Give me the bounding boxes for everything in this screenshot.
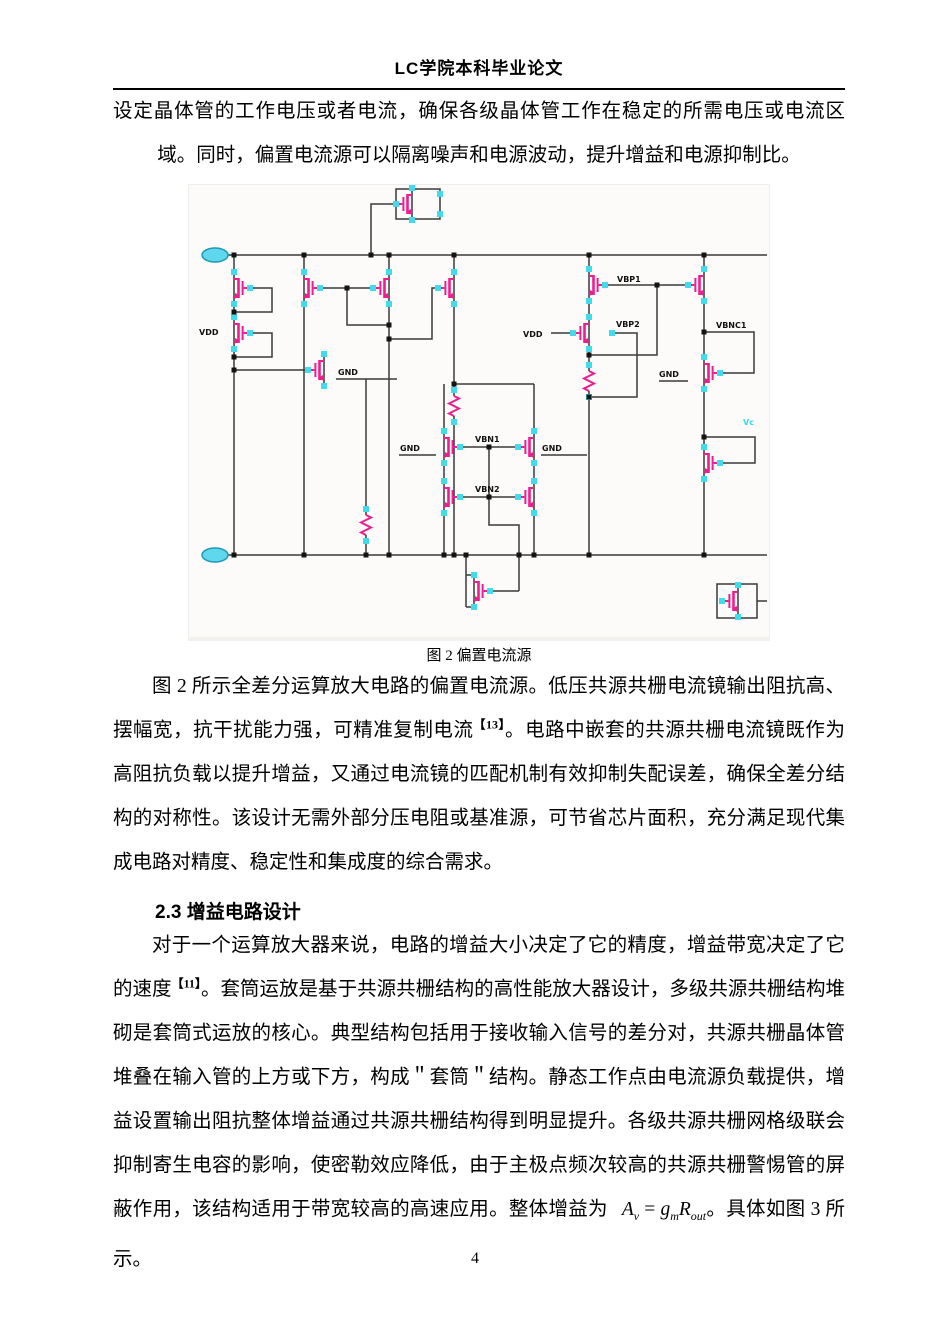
- supply-terminal-oval-bottom: [201, 547, 229, 563]
- vbp1-label: VBP1: [617, 275, 641, 284]
- p3-text-2: 。套筒运放是基于共源共栅结构的高性能放大器设计，多级共源共栅结构堆砌是套筒式运放…: [113, 979, 845, 1220]
- supply-terminal-oval-top: [201, 247, 229, 263]
- bias-circuit-schematic: VDD VDD GND GND GND GND VBP1 VBP2 VBNC1 …: [199, 184, 767, 621]
- figure-circuit: VDD VDD GND GND GND GND VBP1 VBP2 VBNC1 …: [188, 184, 770, 641]
- title-divider: [113, 88, 845, 90]
- junction-nodes: [231, 252, 707, 558]
- vbp2-label: VBP2: [616, 320, 640, 329]
- figure-caption: 图 2 偏置电流源: [426, 648, 532, 664]
- citation-11: 【11】: [171, 976, 201, 991]
- paragraph-gain-design: 对于一个运算放大器来说，电路的增益大小决定了它的精度，增益带宽决定了它的速度【1…: [113, 924, 845, 1282]
- gnd-label-3: GND: [542, 444, 562, 453]
- vc-label: Vc: [743, 418, 754, 427]
- circuit-wires: [204, 203, 767, 608]
- vbn1-label: VBN1: [475, 435, 500, 444]
- gnd-label-4: GND: [659, 370, 679, 379]
- gain-formula: Av = gmRout: [621, 1199, 707, 1223]
- citation-13: 【13】: [473, 717, 506, 732]
- page-number: 4: [471, 1250, 479, 1267]
- page-title: LC学院本科毕业论文: [394, 59, 564, 78]
- resistor-symbols: [360, 361, 595, 545]
- p2-text-2: 。电路中嵌套的共源共栅电流镜既作为高阻抗负载以提升增益，又通过电流镜的匹配机制有…: [113, 720, 845, 873]
- gnd-label-2: GND: [400, 444, 420, 453]
- vbn2-label: VBN2: [475, 485, 500, 494]
- section-heading-2-3: 2.3 增益电路设计: [155, 902, 301, 923]
- vbnc1-label: VBNC1: [716, 321, 747, 330]
- page-content: LC学院本科毕业论文 设定晶体管的工作电压或者电流，确保各级晶体管工作在稳定的所…: [113, 59, 845, 1282]
- vdd-label-1: VDD: [199, 328, 219, 337]
- paragraph-figure2: 图 2 所示全差分运算放大电路的偏置电流源。低压共源共栅电流镜输出阻抗高、摆幅宽…: [113, 665, 845, 885]
- gnd-label-1: GND: [338, 368, 358, 377]
- p3-text-tail: 。具体如图 3 所示。: [113, 1199, 845, 1270]
- p3-text-1: 对于一个运算放大器来说，电路的增益大小决定了它的精度，增益带宽决定了它的速度: [113, 935, 845, 1000]
- vdd-label-2: VDD: [523, 330, 543, 339]
- paragraph-intro: 设定晶体管的工作电压或者电流，确保各级晶体管工作在稳定的所需电压或电流区域。同时…: [113, 101, 845, 166]
- p2-text-1: 图 2 所示全差分运算放大电路的偏置电流源。低压共源共栅电流镜输出阻抗高、摆幅宽…: [113, 676, 845, 741]
